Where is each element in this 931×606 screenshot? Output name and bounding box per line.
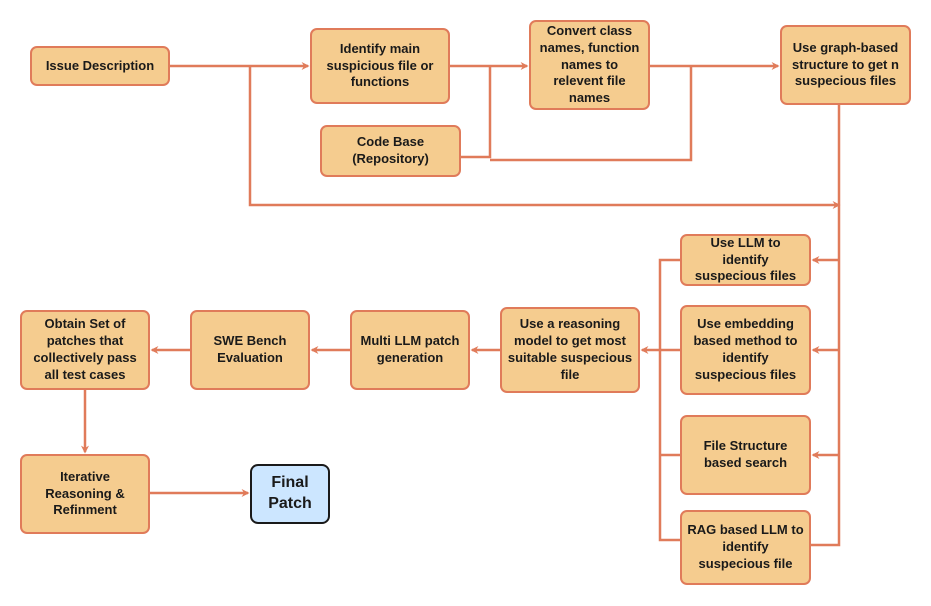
- final-patch-node: Final Patch: [250, 464, 330, 524]
- llm-identify-label: Use LLM to identify suspecious files: [694, 234, 797, 284]
- code-base-node: Code Base (Repository): [320, 125, 461, 177]
- convert-names-node: Convert class names, function names to r…: [529, 20, 650, 110]
- issue-description-label: Issue Description: [45, 57, 155, 73]
- embedding-method-node: Use embedding based method to identify s…: [680, 305, 811, 395]
- edge-codebase-identify: [461, 66, 492, 159]
- graph-structure-node: Use graph-based structure to get n suspe…: [780, 25, 911, 105]
- llm-identify-node: Use LLM to identify suspecious files: [680, 234, 811, 286]
- edge-llm-collector: [658, 258, 680, 450]
- reasoning-model-label: Use a reasoning model to get most suitab…: [507, 316, 633, 382]
- reasoning-model-node: Use a reasoning model to get most suitab…: [500, 307, 640, 393]
- obtain-patches-node: Obtain Set of patches that collectively …: [20, 310, 150, 390]
- code-base-label: Code Base (Repository): [352, 134, 429, 166]
- file-structure-node: File Structure based search: [680, 415, 811, 495]
- final-patch-label: Final Patch: [268, 474, 312, 512]
- embedding-method-label: Use embedding based method to identify s…: [693, 316, 798, 382]
- edge-rag-collector: [658, 450, 680, 542]
- iterative-reasoning-label: Iterative Reasoning & Refinment: [45, 468, 125, 518]
- edge-codebase-convert: [490, 66, 693, 162]
- swe-bench-label: SWE Bench Evaluation: [213, 333, 287, 365]
- obtain-patches-label: Obtain Set of patches that collectively …: [33, 316, 137, 382]
- edge-issue-bypass: [248, 66, 841, 209]
- multi-llm-node: Multi LLM patch generation: [350, 310, 470, 390]
- identify-suspicious-label: Identify main suspicious file or functio…: [326, 40, 434, 90]
- graph-structure-label: Use graph-based structure to get n suspe…: [792, 39, 899, 89]
- issue-description-node: Issue Description: [30, 46, 170, 86]
- rag-llm-label: RAG based LLM to identify suspecious fil…: [687, 522, 804, 571]
- file-structure-label: File Structure based search: [703, 438, 788, 470]
- edge-graph-trunk: [811, 105, 841, 547]
- swe-bench-node: SWE Bench Evaluation: [190, 310, 310, 390]
- identify-suspicious-node: Identify main suspicious file or functio…: [310, 28, 450, 104]
- multi-llm-label: Multi LLM patch generation: [360, 333, 460, 365]
- convert-names-label: Convert class names, function names to r…: [539, 22, 640, 106]
- iterative-reasoning-node: Iterative Reasoning & Refinment: [20, 454, 150, 534]
- rag-llm-node: RAG based LLM to identify suspecious fil…: [680, 510, 811, 585]
